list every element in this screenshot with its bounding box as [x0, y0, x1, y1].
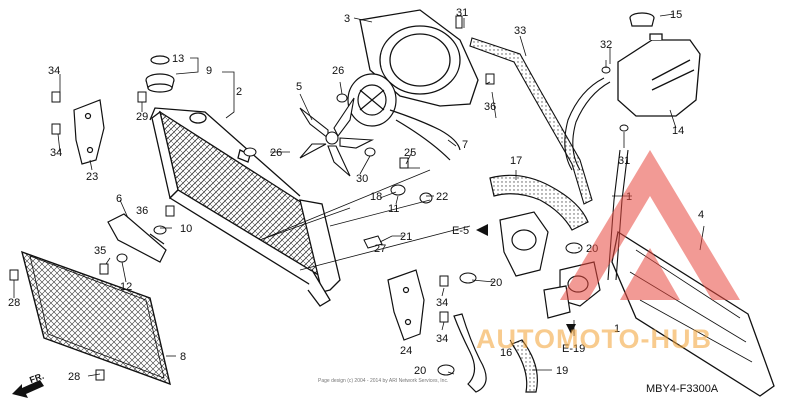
callout-19: 19 [556, 365, 568, 377]
callout-34a: 34 [48, 65, 60, 77]
callout-5: 5 [296, 81, 302, 93]
arrow-left-icon [476, 224, 488, 236]
callout-29: 29 [136, 111, 148, 123]
callout-35: 35 [94, 245, 106, 257]
callout-numbers: 1 2 3 4 5 6 7 8 9 10 11 12 13 14 15 16 1… [8, 7, 704, 383]
callout-26a: 26 [332, 65, 344, 77]
callout-36a: 36 [484, 101, 496, 113]
callout-34d: 34 [436, 333, 448, 345]
callout-22: 22 [436, 191, 448, 203]
callout-24: 24 [400, 345, 412, 357]
callout-28a: 28 [8, 297, 20, 309]
callout-14: 14 [672, 125, 684, 137]
callout-33: 33 [514, 25, 526, 37]
callout-6: 6 [116, 193, 122, 205]
drawing-code: MBY4-F3300A [646, 383, 719, 395]
radiator-screen [20, 250, 171, 386]
fan-blade [299, 97, 375, 177]
radiator [149, 107, 341, 307]
callout-32: 32 [600, 39, 612, 51]
callout-25: 25 [404, 147, 416, 159]
reservoir-tank [617, 33, 701, 117]
hose-upper [489, 174, 589, 231]
section-ref-e19: E-19 [562, 343, 585, 355]
callout-30: 30 [356, 173, 368, 185]
callout-28b: 28 [68, 371, 80, 383]
front-arrow-icon [12, 380, 44, 398]
callout-3: 3 [344, 13, 350, 25]
front-direction: FR. [12, 371, 45, 398]
arrow-down-icon [566, 324, 576, 334]
callout-31b: 31 [618, 155, 630, 167]
hose-overflow [469, 37, 593, 205]
bracket-lower [387, 269, 425, 341]
callout-13: 13 [172, 53, 184, 65]
reservoir-cap [629, 12, 655, 27]
section-ref-e5: E-5 [452, 225, 469, 237]
callout-21: 21 [400, 231, 412, 243]
bracket-side [107, 213, 167, 263]
callout-34c: 34 [436, 297, 448, 309]
callout-36b: 36 [136, 205, 148, 217]
fan-motor [347, 73, 461, 161]
callout-18: 18 [370, 191, 382, 203]
callout-16: 16 [500, 347, 512, 359]
leader-lines [13, 13, 705, 377]
callout-31a: 31 [456, 7, 468, 19]
callout-8: 8 [180, 351, 186, 363]
copyright-text: Page design (c) 2004 - 2014 by ARI Netwo… [318, 378, 448, 384]
hose-lower [453, 313, 538, 393]
callout-26b: 26 [270, 147, 282, 159]
callout-23: 23 [86, 171, 98, 183]
radiator-cap [145, 55, 175, 93]
callout-7: 7 [462, 139, 468, 151]
callout-20c: 20 [414, 365, 426, 377]
callout-11: 11 [388, 203, 399, 215]
section-refs: E-5 E-19 [452, 224, 585, 355]
watermark-text: AUTOMOTO-HUB [476, 324, 712, 354]
watermark-logo [560, 150, 740, 300]
front-label: FR. [28, 371, 45, 385]
callout-34b: 34 [50, 147, 62, 159]
callout-15: 15 [670, 9, 682, 21]
callout-9: 9 [206, 65, 212, 77]
callout-4: 4 [698, 209, 704, 221]
callout-17: 17 [510, 155, 522, 167]
callout-20b: 20 [490, 277, 502, 289]
callout-27: 27 [374, 243, 386, 255]
watermark: AUTOMOTO-HUB [476, 150, 740, 354]
callout-10: 10 [180, 223, 192, 235]
bracket-left [73, 99, 105, 165]
callout-2: 2 [236, 86, 242, 98]
callout-12: 12 [120, 281, 132, 293]
callout-1b: 1 [614, 323, 620, 335]
